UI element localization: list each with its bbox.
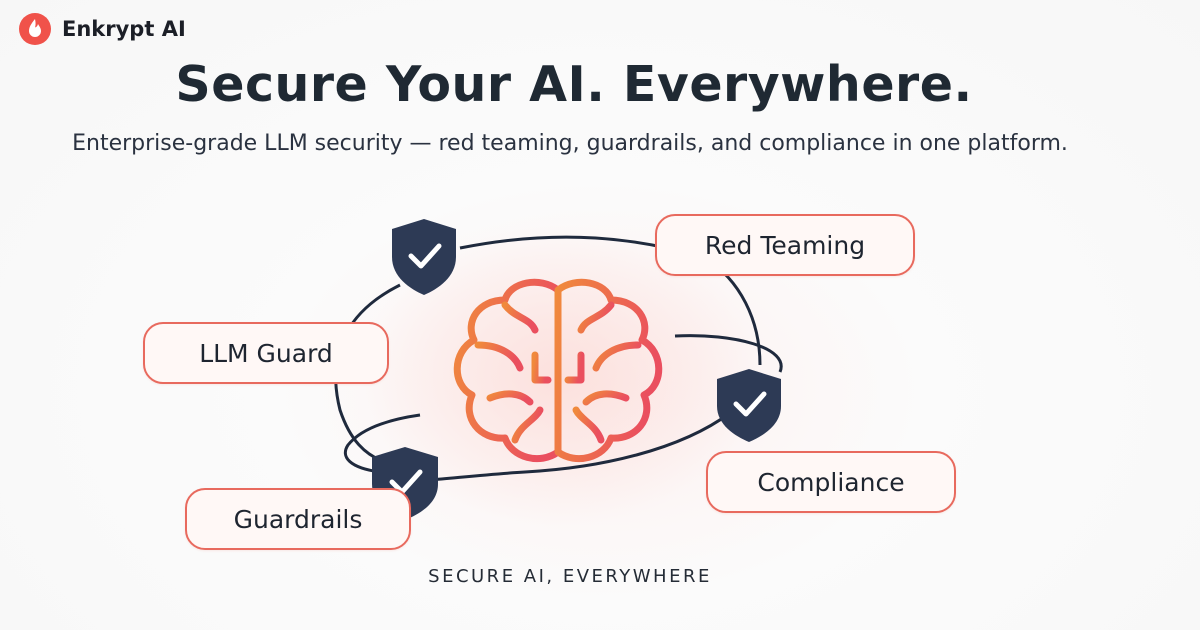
page-headline: Secure Your AI. Everywhere. [175, 56, 973, 113]
feature-red-teaming[interactable]: Red Teaming [655, 214, 915, 276]
feature-label: Red Teaming [704, 230, 866, 260]
brain-icon [453, 278, 663, 463]
shield-check-icon [717, 369, 781, 442]
brand-name: Enkrypt AI [62, 17, 186, 41]
page-subheadline: Enterprise-grade LLM security — red team… [72, 131, 1068, 156]
feature-label: Compliance [757, 467, 905, 497]
brand-header[interactable]: Enkrypt AI [18, 12, 186, 46]
feature-guardrails[interactable]: Guardrails [185, 488, 411, 550]
brand-logo-icon [19, 13, 51, 45]
feature-label: Guardrails [233, 504, 363, 534]
feature-llm-guard[interactable]: LLM Guard [143, 322, 389, 384]
shield-check-icon [392, 219, 456, 295]
feature-label: LLM Guard [199, 338, 333, 368]
feature-compliance[interactable]: Compliance [706, 451, 956, 513]
footer-tagline: SECURE AI, EVERYWHERE [428, 566, 712, 587]
